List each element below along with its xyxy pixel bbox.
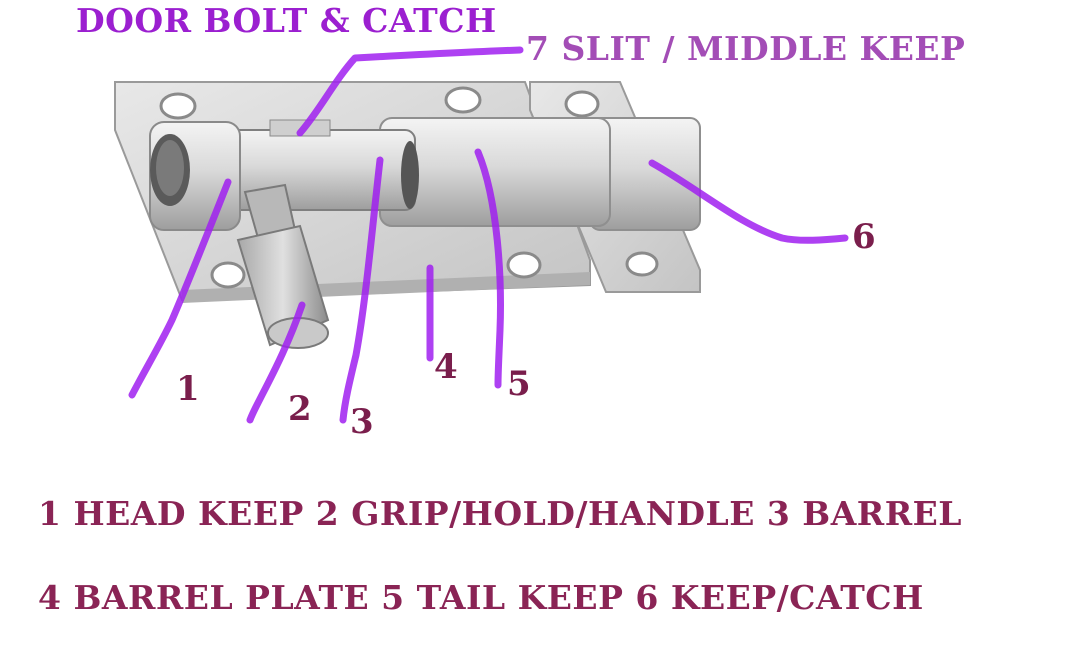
- leader-line-3: [339, 156, 384, 424]
- legend-line-2: 4 BARREL PLATE 5 TAIL KEEP 6 KEEP/CATCH: [38, 578, 924, 617]
- diagram-title: DOOR BOLT & CATCH: [76, 1, 497, 40]
- screw-hole: [159, 92, 197, 120]
- number-5: 5: [507, 364, 531, 404]
- leader-line-2: [246, 301, 306, 424]
- legend-line-1: 1 HEAD KEEP 2 GRIP/HOLD/HANDLE 3 BARREL: [38, 494, 963, 533]
- screw-hole: [625, 251, 659, 277]
- grip-handle: [236, 183, 330, 349]
- number-3: 3: [350, 402, 374, 442]
- annotation-lines: [128, 46, 849, 424]
- screw-hole: [506, 251, 542, 279]
- number-4: 4: [434, 347, 458, 387]
- screw-hole: [444, 86, 482, 114]
- screw-hole: [564, 90, 600, 118]
- number-6: 6: [852, 217, 876, 257]
- head-keep: [149, 121, 241, 231]
- leader-line-1: [128, 178, 232, 399]
- leader-line-5: [474, 148, 504, 389]
- number-1: 1: [176, 369, 200, 409]
- label-slit-middle-keep: 7 SLIT / MIDDLE KEEP: [526, 29, 966, 68]
- leader-line-7: [296, 46, 524, 137]
- leader-line-6: [648, 159, 849, 244]
- screw-hole: [210, 261, 246, 289]
- number-2: 2: [288, 389, 312, 429]
